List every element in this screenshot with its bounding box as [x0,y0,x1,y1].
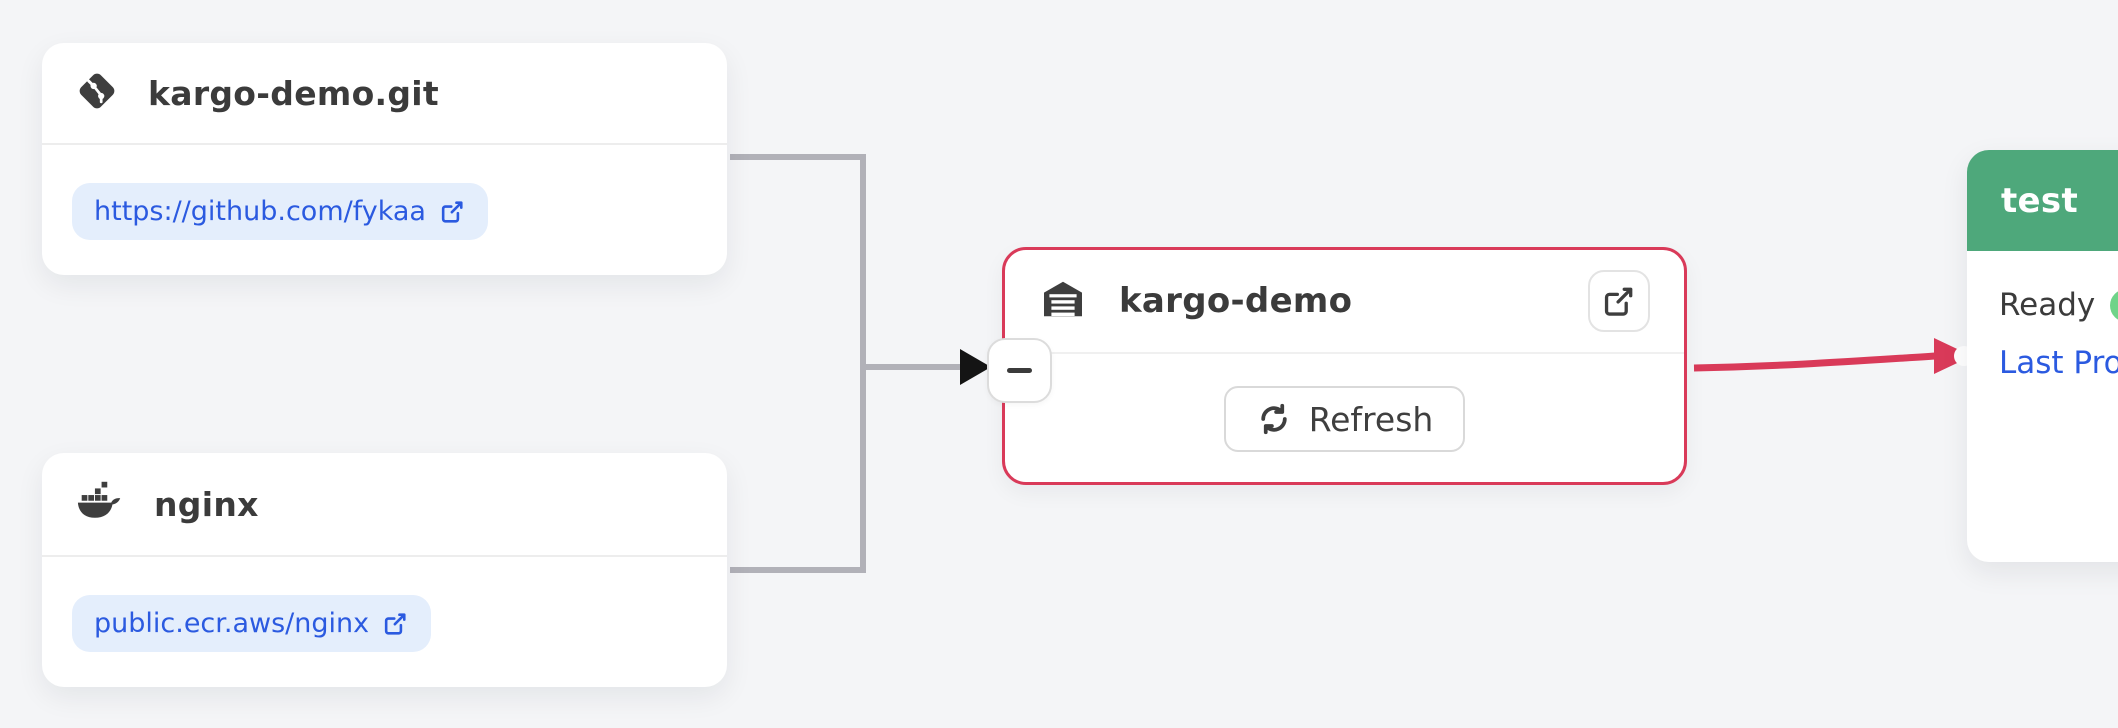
external-link-icon [384,613,406,635]
refresh-button-label: Refresh [1308,399,1434,439]
warehouse-open-button[interactable] [1588,270,1650,332]
stage-status-row: Ready [1999,287,2118,323]
warehouse-node: kargo-demo Refresh [987,247,1687,485]
git-icon [76,70,118,116]
collapse-upstream-button[interactable] [987,338,1052,403]
stage-title: test [2001,180,2079,221]
stage-status-label: Ready [1999,287,2096,323]
repo-url-label: https://github.com/fykaa [94,196,426,227]
stage-header: test [1967,150,2118,251]
source-card-body: https://github.com/fykaa [42,145,727,278]
refresh-button[interactable]: Refresh [1223,386,1466,452]
source-card-title: nginx [154,484,259,524]
freight-source-card-image: nginx public.ecr.aws/nginx [42,453,727,687]
warehouse-body: Refresh [1005,354,1684,452]
refresh-icon [1261,403,1287,435]
source-card-title: kargo-demo.git [148,73,439,113]
stage-body: Ready Last Prom [1967,251,2118,381]
freight-source-card-git: kargo-demo.git https://github.com/fykaa [42,43,727,275]
source-card-body: public.ecr.aws/nginx [42,557,727,690]
image-repo-link[interactable]: public.ecr.aws/nginx [72,595,432,652]
source-card-header: kargo-demo.git [42,43,727,145]
minus-icon [1007,368,1032,373]
stage-node-test[interactable]: test Ready Last Prom [1967,150,2118,562]
external-link-icon [441,201,463,223]
warehouse-to-stage-edge [1693,352,1937,372]
source-card-header: nginx [42,453,727,557]
stage-edge-arrowhead-icon [1934,338,1972,374]
warehouse-header: kargo-demo [1005,250,1684,354]
image-repo-label: public.ecr.aws/nginx [94,608,370,639]
external-link-icon [1604,287,1633,316]
status-healthy-dot-icon [2110,288,2118,322]
docker-icon [76,481,124,527]
warehouse-edge-arrowhead-icon [960,349,991,385]
warehouse-title: kargo-demo [1119,281,1353,321]
source-merge-edge [730,154,866,573]
repo-url-link[interactable]: https://github.com/fykaa [72,183,488,240]
warehouse-icon [1039,275,1087,327]
last-promotion-link[interactable]: Last Prom [1999,345,2118,381]
